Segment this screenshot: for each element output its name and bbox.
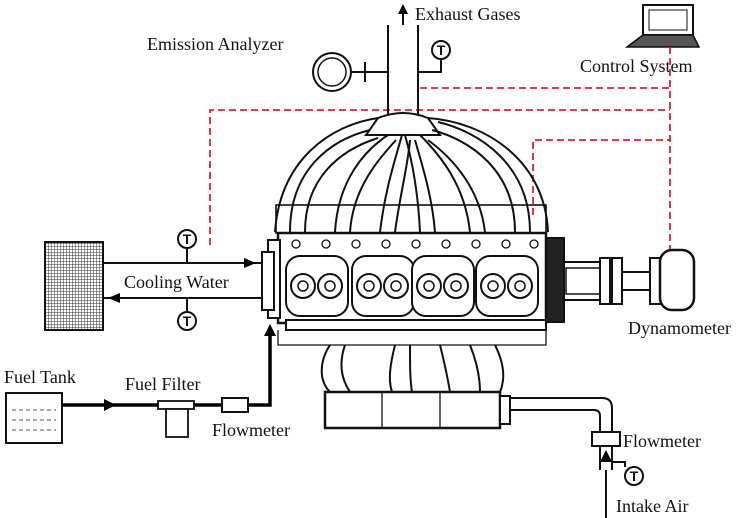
dynamometer-icon xyxy=(564,248,696,312)
air-intake-pipe xyxy=(510,397,621,518)
exhaust-stack xyxy=(387,4,419,115)
intake-air-label: Intake Air xyxy=(616,496,688,516)
flowmeter-air-label: Flowmeter xyxy=(623,431,701,451)
thermocouple-intake: T xyxy=(612,461,644,486)
control-system-label: Control System xyxy=(580,56,693,76)
thermocouple-exhaust: T xyxy=(418,40,451,73)
laptop-icon xyxy=(624,4,701,48)
cylinder-1 xyxy=(285,255,349,317)
fuel-tank-label: Fuel Tank xyxy=(4,367,76,387)
thermocouple-coolant-out: T xyxy=(177,229,197,263)
cooling-water-lines xyxy=(103,251,275,311)
fuel-filter-label: Fuel Filter xyxy=(125,374,201,394)
cylinder-2 xyxy=(351,255,415,317)
thermocouple-coolant-in: T xyxy=(177,298,197,331)
flowmeter-fuel-label: Flowmeter xyxy=(212,420,290,440)
svg-text:T: T xyxy=(183,313,192,329)
signal-lines xyxy=(209,47,671,255)
fuel-tank-icon xyxy=(5,392,63,444)
cylinder-4 xyxy=(475,255,539,317)
svg-text:T: T xyxy=(183,231,192,247)
exhaust-gases-label: Exhaust Gases xyxy=(415,4,520,24)
svg-text:T: T xyxy=(630,468,639,484)
intake-manifold xyxy=(320,344,511,430)
engine-block xyxy=(267,231,565,346)
fuel-flowmeter-icon xyxy=(221,397,249,413)
dynamometer-label: Dynamometer xyxy=(628,318,731,338)
fuel-line xyxy=(62,324,276,411)
emission-analyzer-label: Emission Analyzer xyxy=(147,34,283,54)
radiator-icon xyxy=(44,241,104,331)
fuel-filter-icon xyxy=(157,400,195,438)
exhaust-manifold xyxy=(274,112,549,234)
emission-analyzer-icon xyxy=(312,52,388,92)
cooling-water-label: Cooling Water xyxy=(124,272,229,292)
cylinder-3 xyxy=(411,255,475,317)
svg-text:T: T xyxy=(437,42,446,58)
